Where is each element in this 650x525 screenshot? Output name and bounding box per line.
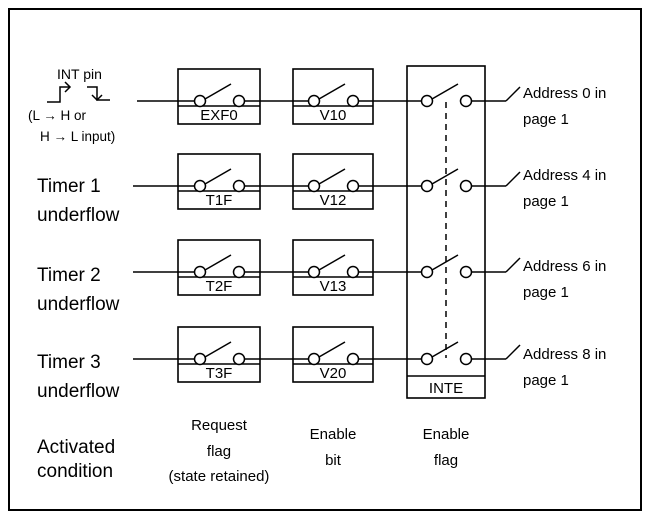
enable-switch-1-contact-left — [307, 179, 321, 193]
enable-bit-label-1: V12 — [320, 192, 347, 209]
footer-request-line1: Request — [191, 417, 248, 434]
footer-enable-bit-line1: Enable — [310, 426, 357, 443]
request-flag-box-1 — [177, 153, 261, 210]
request-flag-label-2: T2F — [206, 278, 233, 295]
enable-bit-box-0 — [292, 68, 374, 125]
inte-switch-3-contact-right — [459, 352, 473, 366]
inte-switch-0-blade — [431, 83, 459, 100]
inte-switch-1-contact-right — [459, 179, 473, 193]
enable-switch-0-blade — [318, 83, 346, 100]
request-switch-2-contact-left — [193, 265, 207, 279]
inte-switch-2-contact-right — [459, 265, 473, 279]
dest-3-line2: page 1 — [523, 372, 569, 389]
request-switch-0-blade — [204, 83, 232, 100]
footer-request-line3: (state retained) — [169, 468, 270, 485]
request-switch-1-contact-right — [232, 179, 246, 193]
dest-1-line1: Address 4 in — [523, 167, 606, 184]
dest-0-line2: page 1 — [523, 111, 569, 128]
leader-3 — [505, 344, 521, 360]
enable-switch-3-blade — [318, 341, 346, 358]
request-switch-3-contact-left — [193, 352, 207, 366]
inte-switch-2-blade — [431, 254, 459, 271]
footer-enable-flag-line1: Enable — [423, 426, 470, 443]
dest-2-line1: Address 6 in — [523, 258, 606, 275]
enable-flag-label: INTE — [429, 380, 463, 397]
leader-1 — [505, 171, 521, 187]
request-switch-3-contact-right — [232, 352, 246, 366]
source-label-timer1-line1: Timer 1 — [37, 176, 101, 197]
enable-switch-1-blade — [318, 168, 346, 185]
request-switch-1-contact-left — [193, 179, 207, 193]
request-switch-3-blade — [204, 341, 232, 358]
enable-switch-2-contact-right — [346, 265, 360, 279]
enable-bit-box-2 — [292, 239, 374, 296]
leader-2 — [505, 257, 521, 273]
request-switch-0-contact-right — [232, 94, 246, 108]
footer-enable-flag-line2: flag — [434, 452, 458, 469]
enable-switch-0-contact-right — [346, 94, 360, 108]
int-pin-line-1: (L → H or — [28, 108, 87, 123]
int-pin-waveform — [47, 81, 110, 103]
request-switch-2-blade — [204, 254, 232, 271]
footer-request-line2: flag — [207, 443, 231, 460]
inte-switch-2-contact-left — [420, 265, 434, 279]
enable-flag-box — [406, 65, 486, 399]
dest-2-line2: page 1 — [523, 284, 569, 301]
request-switch-1-blade — [204, 168, 232, 185]
source-label-timer3-line2: underflow — [37, 381, 120, 402]
dest-0-line1: Address 0 in — [523, 85, 606, 102]
footer-enable-bit-line2: bit — [325, 452, 342, 469]
inte-switch-0-contact-left — [420, 94, 434, 108]
enable-bit-box-3 — [292, 326, 374, 383]
inte-switch-0-contact-right — [459, 94, 473, 108]
enable-switch-3-contact-left — [307, 352, 321, 366]
enable-bit-label-2: V13 — [320, 278, 347, 295]
request-flag-box-0 — [177, 68, 261, 125]
inte-switch-1-contact-left — [420, 179, 434, 193]
source-label-timer2-line2: underflow — [37, 294, 120, 315]
request-flag-box-2 — [177, 239, 261, 296]
source-label-timer1-line2: underflow — [37, 205, 120, 226]
inte-switch-3-contact-left — [420, 352, 434, 366]
dest-1-line2: page 1 — [523, 193, 569, 210]
int-pin-line-2: H → L input) — [40, 129, 115, 144]
int-pin-title: INT pin — [57, 66, 102, 82]
request-switch-0-contact-left — [193, 94, 207, 108]
enable-bit-label-0: V10 — [320, 107, 347, 124]
enable-switch-3-contact-right — [346, 352, 360, 366]
source-label-timer3-line1: Timer 3 — [37, 352, 101, 373]
inte-switch-3-blade — [431, 341, 459, 358]
request-flag-label-1: T1F — [206, 192, 233, 209]
leader-0 — [505, 86, 521, 102]
source-label-timer2-line1: Timer 2 — [37, 265, 101, 286]
request-flag-label-3: T3F — [206, 365, 233, 382]
enable-bit-label-3: V20 — [320, 365, 347, 382]
request-flag-label-0: EXF0 — [200, 107, 238, 124]
dest-3-line1: Address 8 in — [523, 346, 606, 363]
enable-switch-0-contact-left — [307, 94, 321, 108]
footer-activated-line1: Activated — [37, 437, 115, 458]
request-switch-2-contact-right — [232, 265, 246, 279]
enable-bit-box-1 — [292, 153, 374, 210]
enable-switch-2-blade — [318, 254, 346, 271]
enable-switch-2-contact-left — [307, 265, 321, 279]
footer-activated-line2: condition — [37, 461, 113, 482]
enable-switch-1-contact-right — [346, 179, 360, 193]
inte-switch-1-blade — [431, 168, 459, 185]
request-flag-box-3 — [177, 326, 261, 383]
